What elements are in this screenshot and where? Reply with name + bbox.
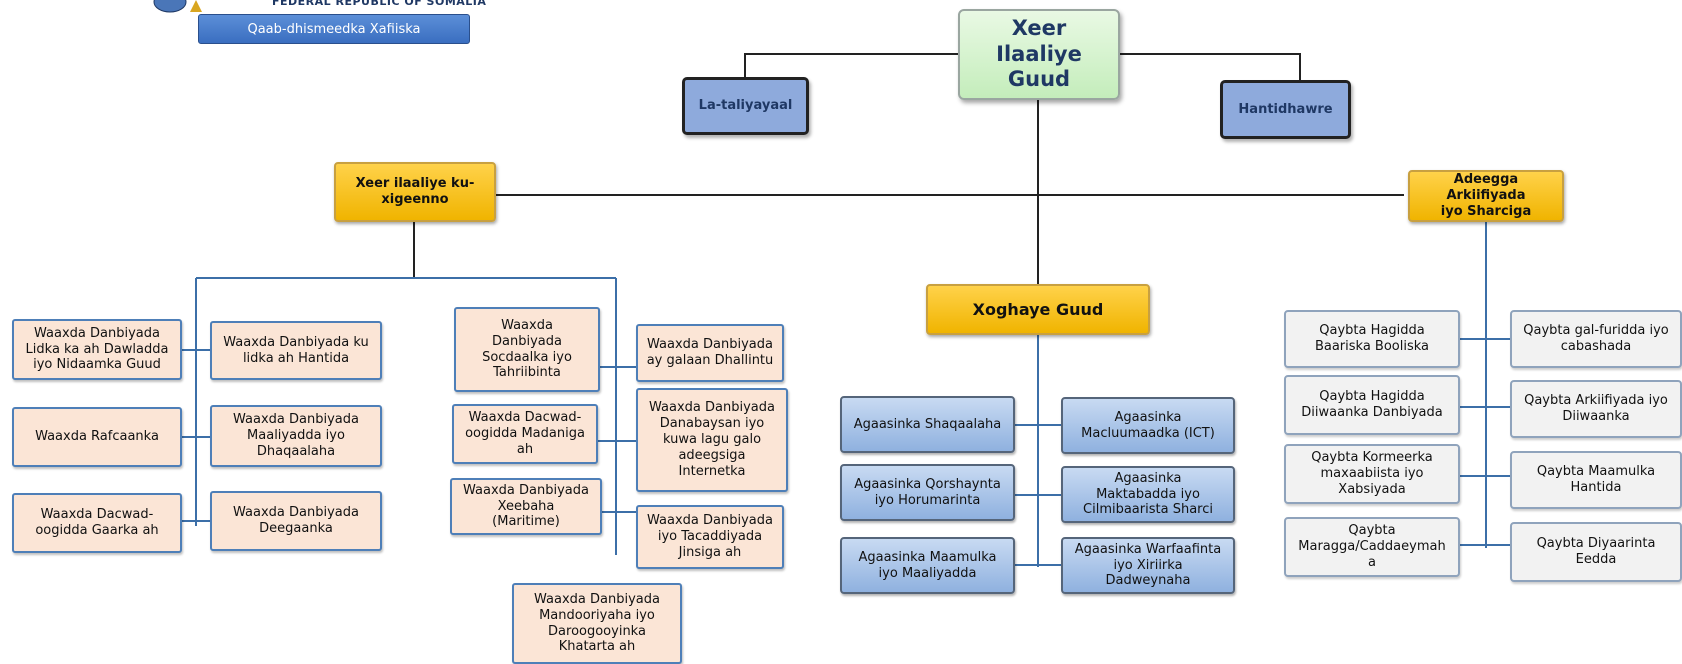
emblem-logo	[153, 0, 202, 13]
agency-personnel[interactable]: Agaasinka Shaqaalaha	[840, 396, 1015, 453]
structure-title-button[interactable]: Qaab-dhismeedka Xafiiska	[198, 14, 470, 44]
attorney-general-box[interactable]: Xeer Ilaaliye Guud	[958, 9, 1120, 100]
dept-appeals[interactable]: Waaxda Rafcaanka	[12, 407, 182, 467]
audit-box[interactable]: Hantidhawre	[1220, 80, 1351, 139]
agency-name-text: FEDERAL REPUBLIC OF SOMALIA	[272, 0, 487, 8]
deputy-attorney-box[interactable]: Xeer ilaaliye ku-xigeenno	[334, 162, 496, 222]
secretary-general-box[interactable]: Xoghaye Guud	[926, 284, 1150, 335]
advisors-box[interactable]: La-taliyayaal	[682, 77, 809, 135]
dept-special-prosecution[interactable]: Waaxda Dacwad-oogidda Gaarka ah	[12, 493, 182, 553]
